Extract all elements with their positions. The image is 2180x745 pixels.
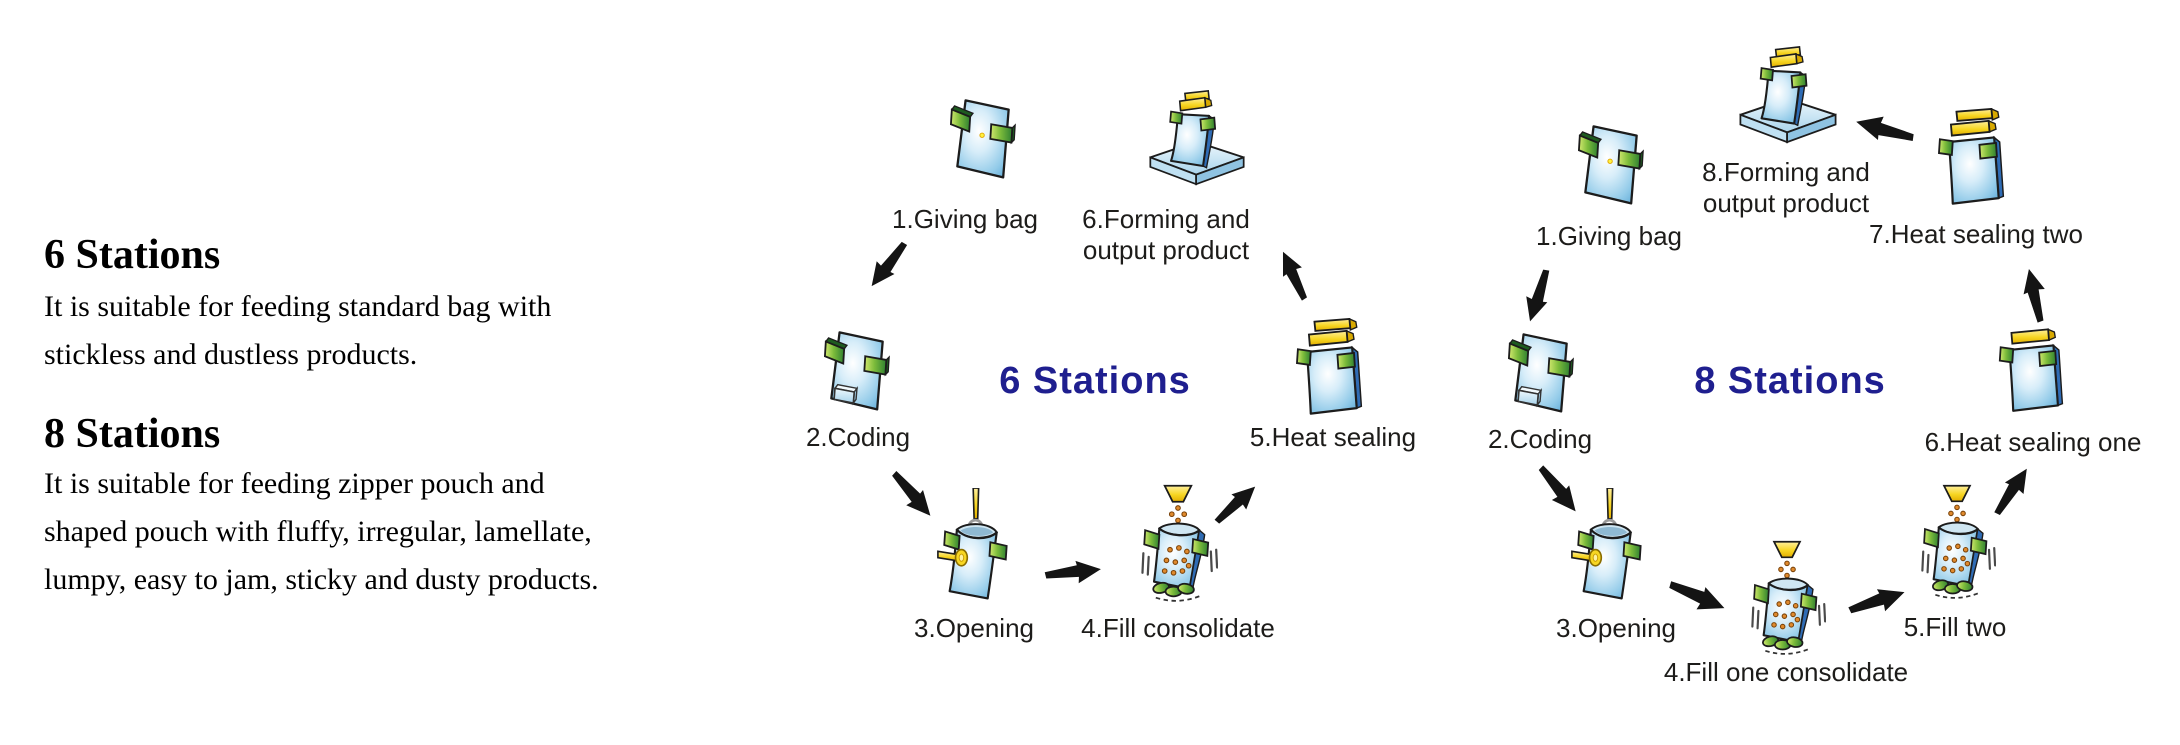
flow-arrow-icon bbox=[1272, 246, 1317, 305]
diagram-6-title: 6 Stations bbox=[999, 360, 1191, 402]
station-label: 1.Giving bag bbox=[892, 204, 1038, 234]
sealed-bag-icon bbox=[1998, 322, 2066, 419]
giving-bag-icon bbox=[1578, 118, 1644, 210]
section-text-line: stickless and dustless products. bbox=[44, 338, 418, 371]
section-text-line: It is suitable for feeding standard bag … bbox=[44, 290, 552, 323]
station-label: 7.Heat sealing two bbox=[1869, 219, 2083, 249]
flow-arrow-icon bbox=[884, 464, 940, 525]
section-text-6-stations: It is suitable for feeding standard bag … bbox=[44, 283, 551, 379]
flow-arrow-icon bbox=[1845, 580, 1910, 622]
flow-arrow-icon bbox=[1850, 108, 1920, 150]
section-text-line: It is suitable for feeding zipper pouch … bbox=[44, 467, 545, 500]
station-label: 2.Coding bbox=[1487, 424, 1593, 454]
double-sealed-bag-icon bbox=[1938, 108, 2008, 211]
station-label: 6.Forming and output product bbox=[1082, 204, 1250, 266]
output-bag-icon bbox=[1146, 88, 1248, 187]
opening-bag-icon bbox=[936, 488, 1014, 602]
flow-arrow-icon bbox=[1043, 557, 1103, 588]
sealed-bag-icon bbox=[1296, 318, 1366, 421]
output-bag-icon bbox=[1736, 44, 1840, 145]
station-label: 3.Opening bbox=[914, 613, 1034, 643]
station-label: 4.Fill one consolidate bbox=[1663, 657, 1909, 687]
filling-bag-icon bbox=[1138, 484, 1218, 603]
station-label: 4.Fill consolidate bbox=[1081, 613, 1275, 643]
filling-bag-icon bbox=[1918, 484, 1996, 600]
diagram-8-title: 8 Stations bbox=[1694, 360, 1886, 402]
coding-bag-icon bbox=[824, 324, 890, 416]
section-text-8-stations: It is suitable for feeding zipper pouch … bbox=[44, 460, 599, 604]
filling-bag-icon bbox=[1748, 540, 1826, 656]
coding-bag-icon bbox=[1508, 326, 1574, 418]
station-label: 3.Opening bbox=[1556, 613, 1676, 643]
giving-bag-icon bbox=[950, 92, 1016, 184]
flow-arrow-icon bbox=[2017, 266, 2053, 326]
section-title-8-stations: 8 Stations bbox=[44, 411, 221, 457]
station-label: 6.Heat sealing one bbox=[1924, 427, 2142, 457]
station-label: 5.Heat sealing bbox=[1249, 422, 1417, 452]
station-label: 8.Forming and output product bbox=[1702, 157, 1870, 219]
station-label: 1.Giving bag bbox=[1536, 221, 1682, 251]
station-label: 2.Coding bbox=[805, 422, 911, 452]
section-text-line: lumpy, easy to jam, sticky and dusty pro… bbox=[44, 563, 599, 596]
flow-arrow-icon bbox=[1517, 265, 1558, 326]
section-text-line: shaped pouch with fluffy, irregular, lam… bbox=[44, 515, 592, 548]
section-title-6-stations: 6 Stations bbox=[44, 232, 221, 278]
flow-arrow-icon bbox=[861, 235, 915, 295]
station-label: 5.Fill two bbox=[1903, 612, 2007, 642]
